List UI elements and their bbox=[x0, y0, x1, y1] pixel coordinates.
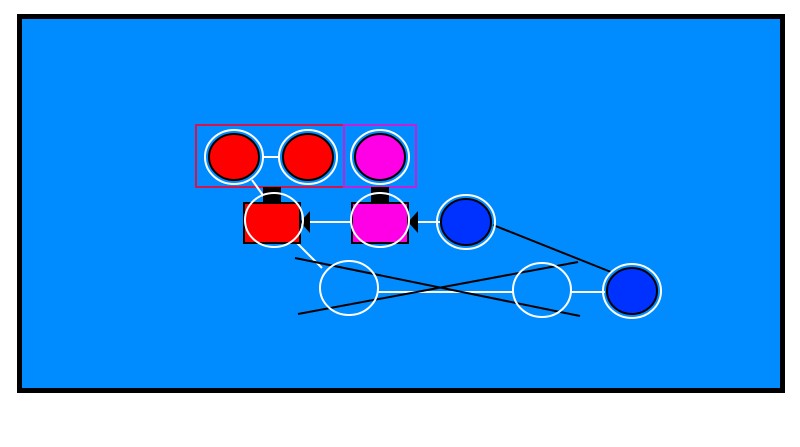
magenta-circle-fill bbox=[354, 133, 406, 181]
red-block[interactable] bbox=[243, 202, 301, 244]
red-circle-1-fill bbox=[208, 133, 260, 181]
red-circle-1[interactable] bbox=[204, 129, 264, 185]
magenta-block[interactable] bbox=[351, 202, 409, 244]
magenta-block-arrow bbox=[408, 211, 418, 233]
red-circle-2[interactable] bbox=[278, 129, 338, 185]
blue-circle-1-ring bbox=[436, 194, 496, 250]
empty-circle-1[interactable] bbox=[319, 260, 379, 316]
black-lines bbox=[294, 224, 612, 317]
blue-circle-2-fill bbox=[606, 267, 658, 315]
magenta-circle[interactable] bbox=[350, 129, 410, 185]
red-circle-2-fill bbox=[282, 133, 334, 181]
blue-circle-1-fill bbox=[440, 198, 492, 246]
blue-circle-1[interactable] bbox=[436, 194, 496, 250]
black-line-cross-b bbox=[297, 261, 579, 315]
blue-circle-2-ring bbox=[602, 263, 662, 319]
red-block-ring bbox=[244, 192, 304, 248]
red-circle-1-ring bbox=[204, 129, 264, 185]
magenta-block-top-connector bbox=[371, 187, 389, 203]
red-block-top-connector bbox=[263, 187, 281, 203]
blue-circle-2[interactable] bbox=[602, 263, 662, 319]
black-line-cross-a bbox=[294, 257, 581, 317]
empty-circle-2[interactable] bbox=[512, 262, 572, 318]
red-block-arrow bbox=[300, 211, 310, 233]
black-line-blue1-blue2 bbox=[492, 224, 612, 273]
magenta-circle-ring bbox=[350, 129, 410, 185]
magenta-block-ring bbox=[350, 192, 410, 248]
red-circle-2-ring bbox=[278, 129, 338, 185]
